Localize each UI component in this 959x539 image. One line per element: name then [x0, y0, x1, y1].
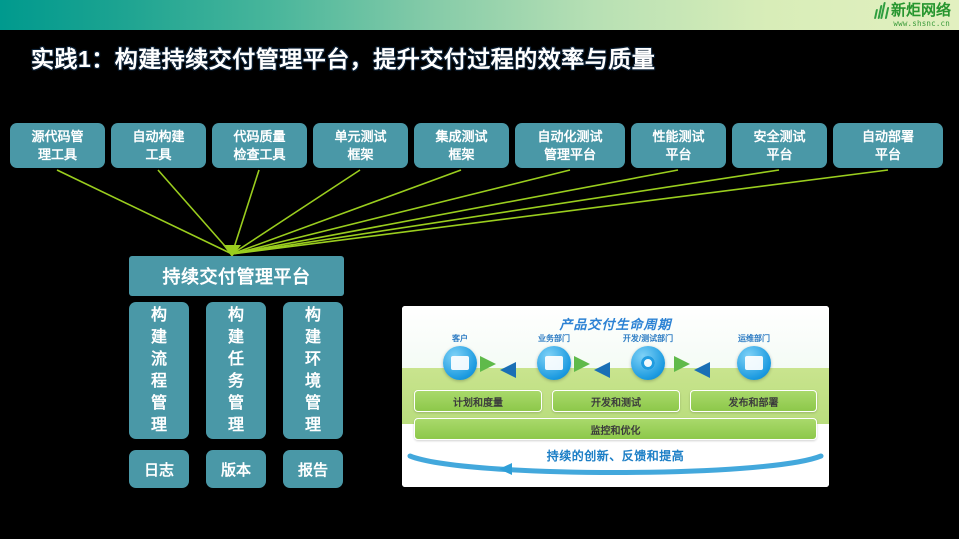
- tool-box-4[interactable]: 集成测试 框架: [414, 123, 509, 168]
- pillar-label-0: 构建流程管理: [150, 306, 167, 434]
- lifecycle-monitor-bar: 监控和优化: [414, 418, 817, 440]
- lifecycle-stage-2: 发布和部署: [690, 390, 817, 412]
- platform-footer-box-1[interactable]: 版本: [206, 450, 266, 488]
- people-icon: [443, 346, 477, 380]
- header-gradient-bar: [0, 0, 959, 30]
- lifecycle-actor-3: 运维部门: [720, 334, 788, 380]
- tool-box-1[interactable]: 自动构建 工具: [111, 123, 206, 168]
- lifecycle-actor-2: 开发/测试部门: [614, 334, 682, 380]
- connector-line-2: [231, 169, 260, 255]
- lifecycle-actor-1: 业务部门: [520, 334, 588, 380]
- lifecycle-flow-arrow-2: [674, 354, 710, 378]
- lifecycle-title: 产品交付生命周期: [559, 317, 672, 332]
- lifecycle-actor-label-3: 运维部门: [738, 334, 770, 343]
- tool-box-0[interactable]: 源代码管 理工具: [10, 123, 105, 168]
- lifecycle-flow-arrow-0: [480, 354, 516, 378]
- tool-box-3[interactable]: 单元测试 框架: [313, 123, 408, 168]
- pillar-label-1: 构建任务管理: [227, 306, 244, 434]
- people-icon: [537, 346, 571, 380]
- connector-line-3: [231, 169, 361, 255]
- logo-row: 新炬网络: [873, 1, 951, 20]
- connector-line-4: [231, 169, 462, 255]
- lifecycle-stage-1: 开发和测试: [552, 390, 680, 412]
- tool-box-8[interactable]: 自动部署 平台: [833, 123, 943, 168]
- lifecycle-actor-label-2: 开发/测试部门: [622, 334, 674, 343]
- company-logo: 新炬网络 www.shsnc.cn: [839, 1, 951, 29]
- tool-box-6[interactable]: 性能测试 平台: [631, 123, 726, 168]
- lifecycle-actor-0: 客户: [426, 334, 494, 380]
- tool-box-2[interactable]: 代码质量 检查工具: [212, 123, 307, 168]
- logo-website-url: www.shsnc.cn: [893, 19, 950, 29]
- connector-line-8: [231, 169, 889, 255]
- flame-leaf-icon: [873, 2, 890, 20]
- connector-line-6: [231, 169, 679, 255]
- pillar-label-2: 构建环境管理: [304, 306, 321, 434]
- lifecycle-feedback-label: 持续的创新、反馈和提高: [546, 449, 685, 463]
- connector-line-7: [231, 169, 780, 255]
- connector-line-1: [157, 169, 233, 255]
- page-title: 实践1：构建持续交付管理平台，提升交付过程的效率与质量: [31, 46, 656, 72]
- platform-footer-box-2[interactable]: 报告: [283, 450, 343, 488]
- lifecycle-actor-label-0: 客户: [452, 334, 468, 343]
- server-icon: [737, 346, 771, 380]
- ring-icon: [631, 346, 665, 380]
- platform-footer-box-0[interactable]: 日志: [129, 450, 189, 488]
- lifecycle-feedback-loop-arrow: [407, 453, 824, 475]
- platform-title-box[interactable]: 持续交付管理平台: [129, 256, 344, 296]
- connector-line-5: [231, 169, 571, 255]
- platform-pillar-0[interactable]: 构建流程管理: [129, 302, 189, 439]
- tool-box-5[interactable]: 自动化测试 管理平台: [515, 123, 625, 168]
- connector-line-0: [56, 169, 233, 255]
- lifecycle-stage-0: 计划和度量: [414, 390, 542, 412]
- platform-pillar-2[interactable]: 构建环境管理: [283, 302, 343, 439]
- lifecycle-flow-arrow-1: [574, 354, 610, 378]
- logo-company-name: 新炬网络: [890, 1, 951, 20]
- lifecycle-actor-label-1: 业务部门: [538, 334, 570, 343]
- platform-pillar-1[interactable]: 构建任务管理: [206, 302, 266, 439]
- product-delivery-lifecycle-figure: 产品交付生命周期 客户 业务部门 开发/测试部门 运维部门 计划和度量开发和测试发布和…: [402, 306, 829, 487]
- tool-box-7[interactable]: 安全测试 平台: [732, 123, 827, 168]
